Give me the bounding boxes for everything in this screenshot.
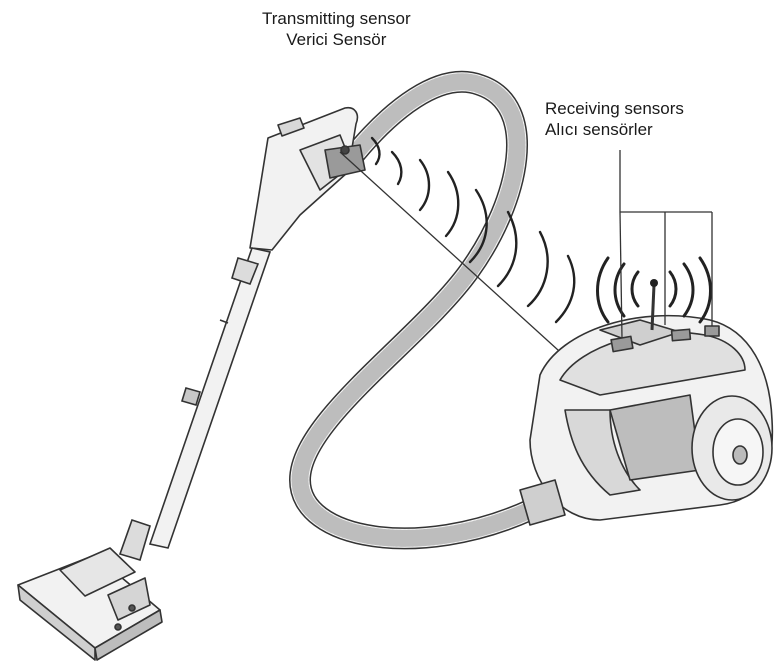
receiving-sensor-3	[704, 325, 720, 337]
receiving-sensor-2	[670, 328, 692, 342]
receiver-leader-lines	[619, 150, 713, 339]
receiving-sensors-label: Receiving sensors Alıcı sensörler	[545, 98, 684, 140]
receiving-sensors-label-en: Receiving sensors	[545, 99, 684, 118]
transmitter-signal-waves	[370, 136, 576, 324]
transmitter-leader-line	[339, 151, 581, 371]
hose	[288, 70, 541, 550]
floor-nozzle	[17, 547, 163, 661]
transmitting-sensor-label: Transmitting sensor Verici Sensör	[262, 8, 411, 50]
handle	[249, 106, 366, 251]
transmitting-sensor-label-tr: Verici Sensör	[286, 30, 387, 49]
transmitting-sensor	[340, 145, 350, 155]
receiving-sensor-1	[610, 335, 634, 353]
wand	[118, 247, 272, 561]
receiving-sensors-label-tr: Alıcı sensörler	[545, 120, 653, 139]
transmitting-sensor-label-en: Transmitting sensor	[262, 9, 411, 28]
receiver-antenna	[650, 279, 658, 331]
canister-body	[519, 314, 774, 526]
